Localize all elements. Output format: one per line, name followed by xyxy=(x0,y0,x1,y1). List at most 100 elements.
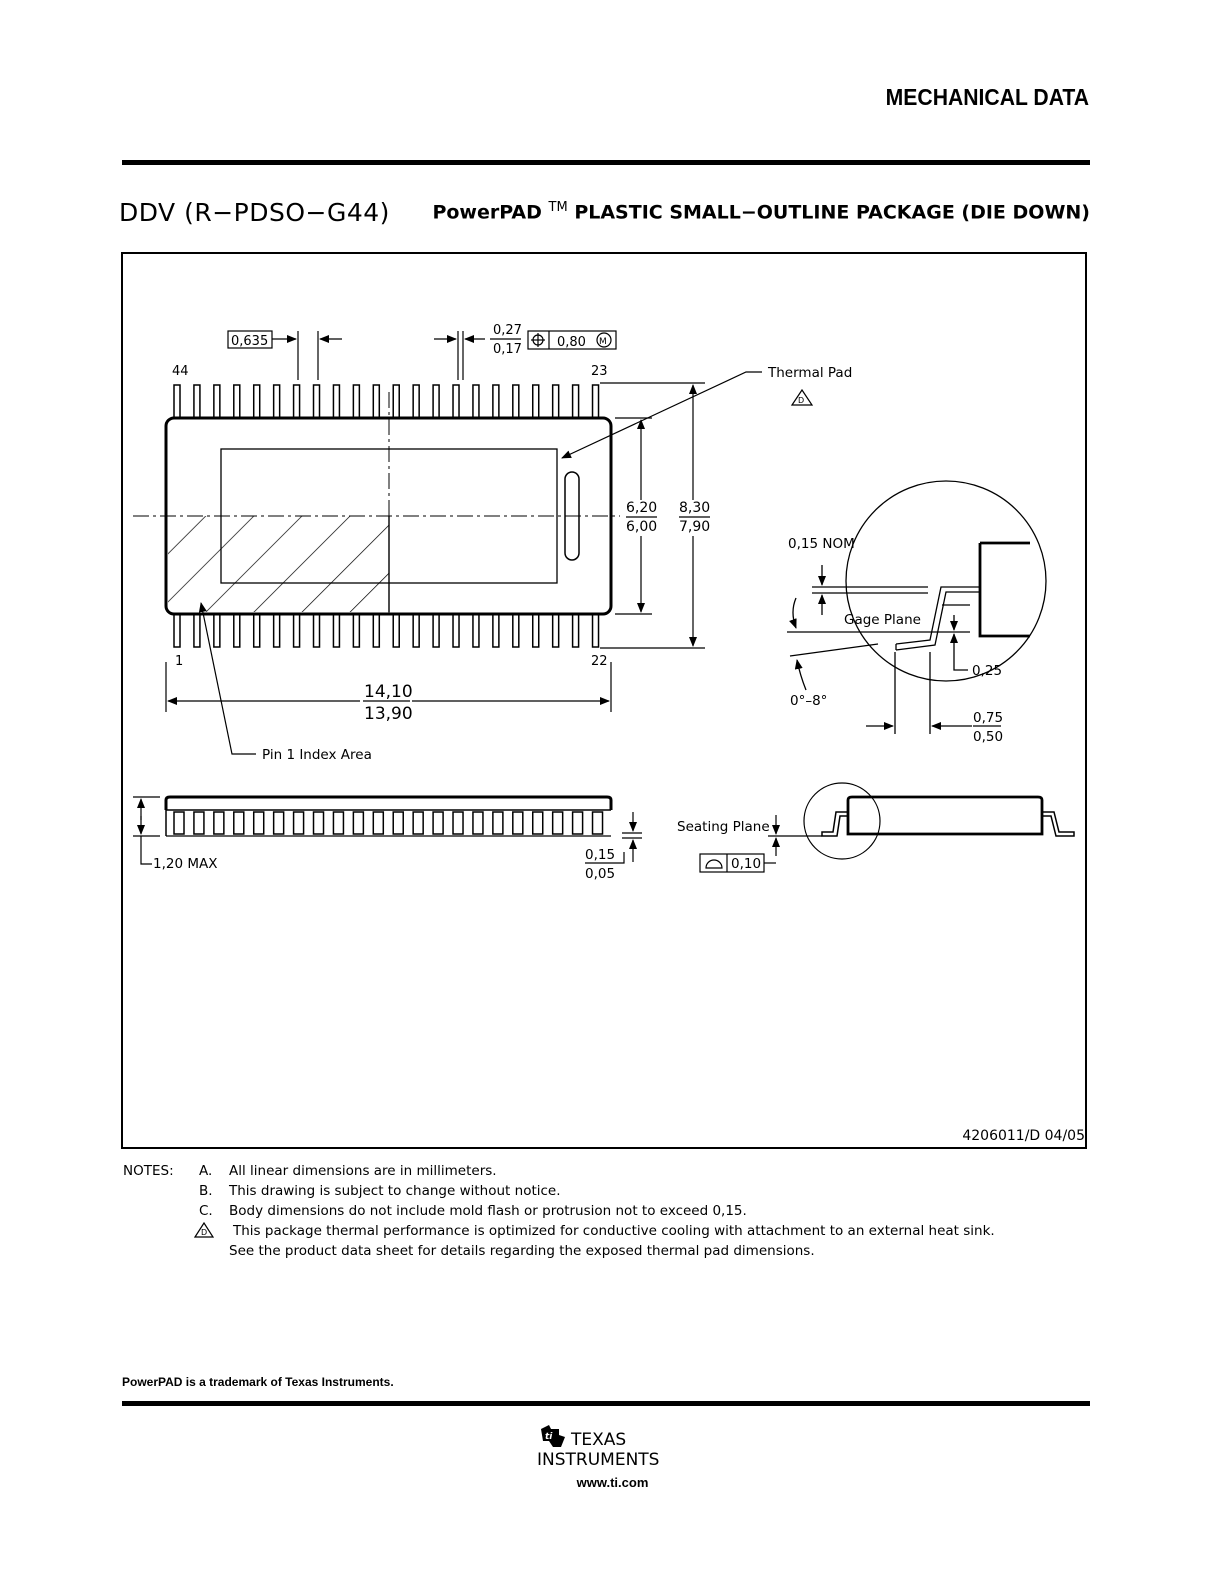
lead-bottom xyxy=(392,613,400,648)
lead-bottom xyxy=(531,613,540,648)
document-number: 4206011/D 04/05 xyxy=(962,1128,1085,1144)
notes-label: NOTES: xyxy=(123,1163,174,1179)
package-brand: PowerPAD xyxy=(432,201,542,224)
lead-bottom xyxy=(272,613,281,648)
lead-top xyxy=(392,384,400,419)
pin-22-label: 22 xyxy=(591,654,608,669)
mmc-symbol: M xyxy=(599,337,607,347)
bottom-rule xyxy=(122,1401,1090,1406)
pin1-index-leader xyxy=(198,602,256,755)
pin-1-label: 1 xyxy=(175,654,183,669)
seating-plane-callout xyxy=(699,815,822,873)
lead-bottom xyxy=(312,613,321,648)
lead-top xyxy=(173,384,181,419)
lead-bottom xyxy=(492,613,500,648)
lead-bottom xyxy=(432,613,440,648)
lead-side xyxy=(512,811,524,835)
lead-side xyxy=(312,811,325,835)
lead-top xyxy=(531,384,540,419)
note-b-text: This drawing is subject to change withou… xyxy=(229,1183,561,1199)
body-width-min: 6,00 xyxy=(626,519,657,535)
ti-name-line2: INSTRUMENTS xyxy=(537,1450,659,1470)
package-designator: DDV (R−PDSO−G44) xyxy=(119,198,390,227)
lead-top xyxy=(372,384,381,419)
body-length-max: 14,10 xyxy=(364,682,413,702)
gage-offset-label: 0,25 xyxy=(972,663,1002,679)
lead-bottom xyxy=(512,613,520,648)
lead-side xyxy=(352,811,365,835)
pin1-index-hatch xyxy=(168,516,389,612)
overall-width-max: 8,30 xyxy=(679,500,710,516)
lead-top xyxy=(591,384,600,419)
package-title-rest: PLASTIC SMALL−OUTLINE PACKAGE (DIE DOWN) xyxy=(574,201,1090,224)
lead-side xyxy=(193,811,205,835)
lead-side xyxy=(173,811,185,835)
lead-bottom xyxy=(452,613,460,648)
pin-44-label: 44 xyxy=(172,364,189,379)
body-length-min: 13,90 xyxy=(364,704,413,724)
end-view xyxy=(803,782,1075,860)
package-title: PowerPAD TM PLASTIC SMALL−OUTLINE PACKAG… xyxy=(432,200,1090,223)
lead-side xyxy=(392,811,404,835)
pitch-value: 0,635 xyxy=(231,334,268,349)
notes-block: NOTES: A. All linear dimensions are in m… xyxy=(123,1161,1103,1271)
lead-angle-label: 0°–8° xyxy=(790,693,827,709)
drawing-frame xyxy=(121,252,1087,1149)
height-max-label: 1,20 MAX xyxy=(153,856,217,872)
overall-width-min: 7,90 xyxy=(679,519,710,535)
lead-side xyxy=(452,811,464,835)
lead-bottom xyxy=(332,613,341,648)
lead-side xyxy=(551,811,564,835)
lead-bottom xyxy=(412,613,420,648)
lead-top xyxy=(213,384,221,419)
lead-side xyxy=(252,811,265,835)
ti-name-line1: TEXAS xyxy=(570,1430,626,1450)
lead-side xyxy=(412,811,424,835)
lead-bottom xyxy=(472,613,480,648)
foot-length-min: 0,50 xyxy=(973,729,1003,745)
lead-bottom xyxy=(233,613,241,648)
lead-top xyxy=(233,384,241,419)
gage-nom-label: 0,15 NOM xyxy=(788,536,855,552)
note-c-letter: C. xyxy=(199,1203,213,1219)
height-dimension xyxy=(133,796,642,865)
lead-bottom xyxy=(193,613,201,648)
lead-top xyxy=(412,384,420,419)
lead-side xyxy=(472,811,484,835)
pin1-index-label: Pin 1 Index Area xyxy=(262,747,372,763)
lead-top xyxy=(452,384,460,419)
trademark-notice: PowerPAD is a trademark of Texas Instrum… xyxy=(122,1375,394,1389)
note-d-text: This package thermal performance is opti… xyxy=(233,1223,995,1239)
lead-top xyxy=(571,384,580,419)
lead-top xyxy=(332,384,341,419)
lead-side xyxy=(492,811,504,835)
lead-top xyxy=(292,384,301,419)
lead-side xyxy=(571,811,584,835)
standoff-min: 0,05 xyxy=(585,866,615,882)
note-a-text: All linear dimensions are in millimeters… xyxy=(229,1163,497,1179)
texas-instruments-logo: ti TEXAS INSTRUMENTS xyxy=(535,1421,695,1471)
lead-bottom xyxy=(292,613,301,648)
foot-length-max: 0,75 xyxy=(973,710,1003,726)
pitch-callout xyxy=(227,330,617,380)
lead-top xyxy=(512,384,520,419)
thermal-pad-label: Thermal Pad xyxy=(767,365,852,381)
standoff-max: 0,15 xyxy=(585,847,615,863)
lead-side xyxy=(233,811,245,835)
lead-bottom xyxy=(352,613,361,648)
lead-width-max: 0,27 xyxy=(493,323,522,338)
side-view xyxy=(164,795,613,837)
note-c-text: Body dimensions do not include mold flas… xyxy=(229,1203,747,1219)
mechanical-drawing: 0,635 0,27 0,17 0,80 M 44 23 1 22 Therma… xyxy=(133,323,1075,882)
lead-top xyxy=(551,384,560,419)
trademark-mark: TM xyxy=(548,200,568,215)
website-link[interactable]: www.ti.com xyxy=(576,1475,649,1490)
top-view xyxy=(133,384,620,648)
lead-width-min: 0,17 xyxy=(493,342,522,357)
lead-side xyxy=(531,811,544,835)
ti-logo-icon: ti TEXAS INSTRUMENTS xyxy=(537,1425,659,1470)
lead-side xyxy=(332,811,345,835)
lead-bottom xyxy=(173,613,181,648)
lead-top xyxy=(432,384,440,419)
width-dimensions xyxy=(600,382,710,649)
